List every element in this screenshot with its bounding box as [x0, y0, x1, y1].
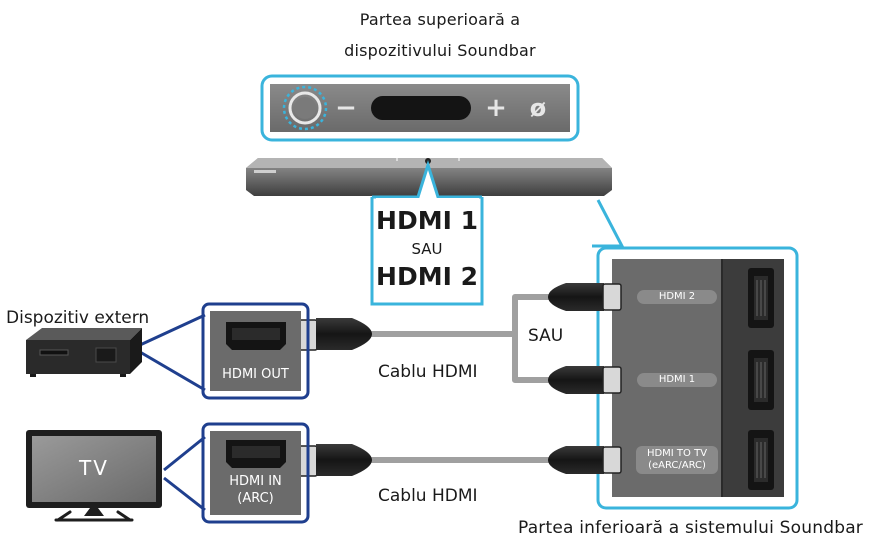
port-label-hdmi2: HDMI 2	[658, 291, 696, 302]
hdmi-connection-text: HDMI 1 SAU HDMI 2	[374, 205, 480, 293]
power-button-icon[interactable]	[282, 85, 328, 131]
hdmi1-port-icon	[748, 350, 774, 410]
tv-icon	[26, 430, 162, 522]
hdmi-out-port-icon	[226, 322, 286, 350]
bottom-panel-callout	[592, 199, 625, 248]
plug-tv	[298, 444, 372, 477]
port-badge-hdmi2	[637, 290, 717, 304]
cable-label-top: Cablu HDMI	[378, 362, 478, 382]
top-title: Partea superioară a dispozitivului Sound…	[280, 4, 600, 66]
hdmi2-port-icon	[748, 268, 774, 328]
external-device-pointer	[139, 313, 206, 392]
tv-pointer	[163, 435, 206, 512]
cable-label-bottom: Cablu HDMI	[378, 486, 478, 506]
plug-soundbar-hdmi-to-tv	[548, 446, 622, 474]
top-title-line-2: dispozitivului Soundbar	[344, 41, 536, 60]
port-label-hdmi-to-tv: HDMI TO TV (eARC/ARC)	[636, 448, 718, 472]
plug-soundbar-hdmi1	[548, 366, 622, 394]
hdmi-in-label: HDMI IN (ARC)	[210, 473, 301, 507]
plug-soundbar-hdmi2	[548, 283, 622, 311]
external-device-label: Dispozitiv extern	[6, 308, 150, 328]
or-label-center: SAU	[411, 240, 443, 258]
soundbar-top-panel	[260, 74, 580, 142]
external-device-icon	[26, 328, 142, 377]
hdmi-in-port-icon	[226, 440, 286, 468]
minus-button-icon[interactable]: −	[335, 93, 357, 123]
hdmi-in-label-line-1: HDMI IN	[229, 474, 282, 489]
port-label-hdmi-to-tv-line-1: HDMI TO TV	[646, 448, 708, 459]
plug-external-device	[298, 318, 372, 351]
hdmi-out-box	[201, 302, 310, 400]
port-label-hdmi1: HDMI 1	[658, 374, 696, 385]
cable-split	[467, 294, 551, 383]
hdmi-callout	[370, 159, 484, 306]
hdmi-2-label: HDMI 2	[376, 262, 478, 291]
hdmi-out-label: HDMI OUT	[222, 367, 289, 382]
port-label-hdmi-to-tv-line-2: (eARC/ARC)	[648, 460, 706, 471]
hdmi-in-box	[201, 422, 310, 524]
port-badge-hdmi1	[637, 373, 717, 387]
hdmi-in-label-line-2: (ARC)	[237, 491, 274, 506]
mic-off-button-icon[interactable]: ø	[529, 94, 547, 122]
slider-pill[interactable]	[371, 96, 471, 120]
hdmi-to-tv-port-icon	[748, 430, 774, 490]
plus-button-icon[interactable]: +	[485, 93, 507, 123]
soundbar-bottom-panel	[596, 246, 799, 510]
bottom-title: Partea inferioară a sistemului Soundbar	[518, 518, 863, 538]
top-title-line-1: Partea superioară a	[359, 10, 521, 29]
or-label-cable: SAU	[528, 326, 564, 346]
tv-screen-label: TV	[79, 456, 109, 480]
port-badge-hdmi-to-tv	[636, 446, 718, 474]
hdmi-cables	[369, 294, 551, 463]
hdmi-1-label: HDMI 1	[376, 206, 478, 235]
